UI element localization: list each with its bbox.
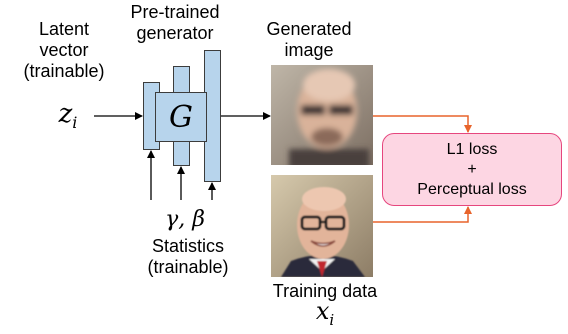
training-data-label: Training data (272, 281, 378, 301)
loss-box: L1 loss + Perceptual loss (382, 133, 562, 206)
generated-to-loss-arrow (373, 115, 472, 133)
statistics-label: Statistics (trainable) (147, 236, 229, 277)
statistics-symbols: γ, β (165, 207, 205, 232)
training-symbol: xi (315, 297, 335, 329)
generator-symbol: G (169, 99, 193, 135)
loss-line-1: L1 loss (446, 140, 498, 158)
latent-symbol: zi (58, 99, 78, 133)
training-image (271, 175, 373, 277)
generator-title: Pre-trained generator (130, 2, 220, 43)
generated-image-label: Generated image (266, 19, 352, 60)
loss-line-3: Perceptual loss (417, 180, 527, 198)
generator-core-block: G (155, 92, 207, 142)
generated-image (271, 65, 373, 165)
latent-vector-label: Latent vector (trainable) (23, 19, 105, 81)
loss-line-2: + (467, 160, 477, 178)
training-to-loss-arrow (373, 206, 472, 223)
